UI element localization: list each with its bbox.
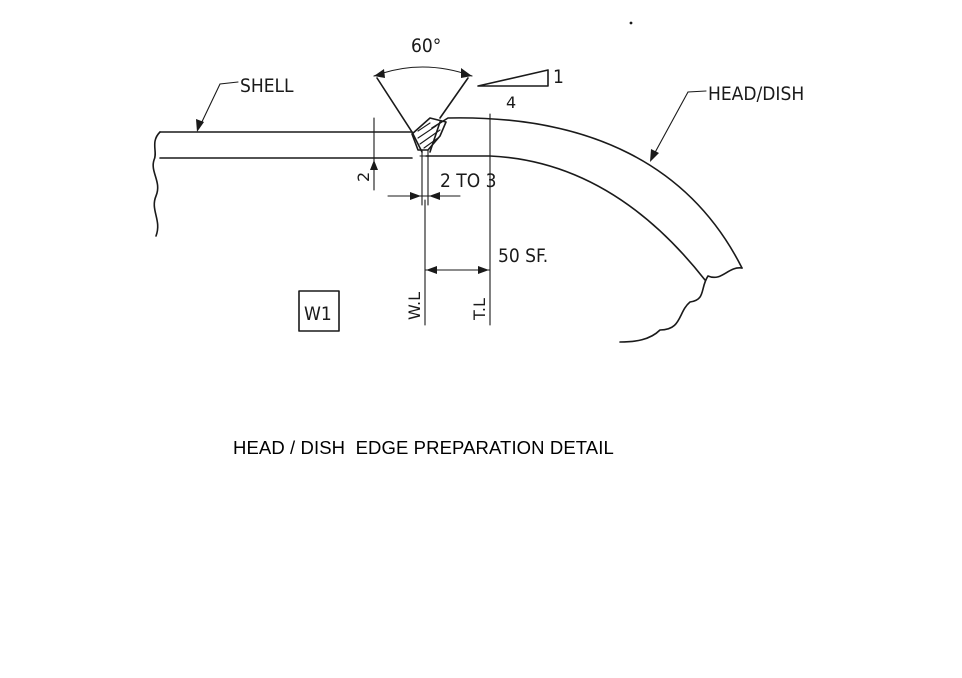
shell-plate bbox=[152, 131, 413, 237]
angle-label: 60° bbox=[411, 35, 441, 57]
weld-id-tag: W1 bbox=[298, 290, 340, 332]
weld-bead bbox=[411, 117, 447, 151]
straight-flange-dimension: 50 SF. W.L T.L bbox=[405, 113, 548, 326]
speck bbox=[629, 21, 633, 25]
root-gap-dimension: 2 bbox=[354, 117, 381, 191]
weld-groove bbox=[376, 77, 469, 157]
straight-flange-label: 50 SF. bbox=[498, 245, 548, 267]
slope-rise-label: 1 bbox=[553, 66, 564, 88]
tangent-line-label: T.L bbox=[470, 298, 489, 321]
slope-run-label: 4 bbox=[506, 93, 516, 112]
head-dish-plate bbox=[425, 117, 743, 343]
shell-leader: SHELL bbox=[196, 75, 294, 132]
drawing-caption: HEAD / DISH EDGE PREPARATION DETAIL bbox=[233, 437, 614, 458]
land-dimension: 2 TO 3 bbox=[387, 149, 497, 206]
head-dish-leader: HEAD/DISH bbox=[650, 83, 804, 162]
angle-dimension: 60° bbox=[373, 35, 473, 78]
weld-hatching bbox=[417, 122, 441, 149]
land-label: 2 TO 3 bbox=[440, 170, 497, 192]
shell-label: SHELL bbox=[240, 75, 294, 97]
root-gap-label: 2 bbox=[354, 172, 373, 182]
weld-id-label: W1 bbox=[304, 303, 332, 325]
head-dish-label: HEAD/DISH bbox=[708, 83, 804, 105]
slope-indicator: 1 4 bbox=[477, 66, 564, 112]
weld-line-label: W.L bbox=[405, 292, 424, 320]
